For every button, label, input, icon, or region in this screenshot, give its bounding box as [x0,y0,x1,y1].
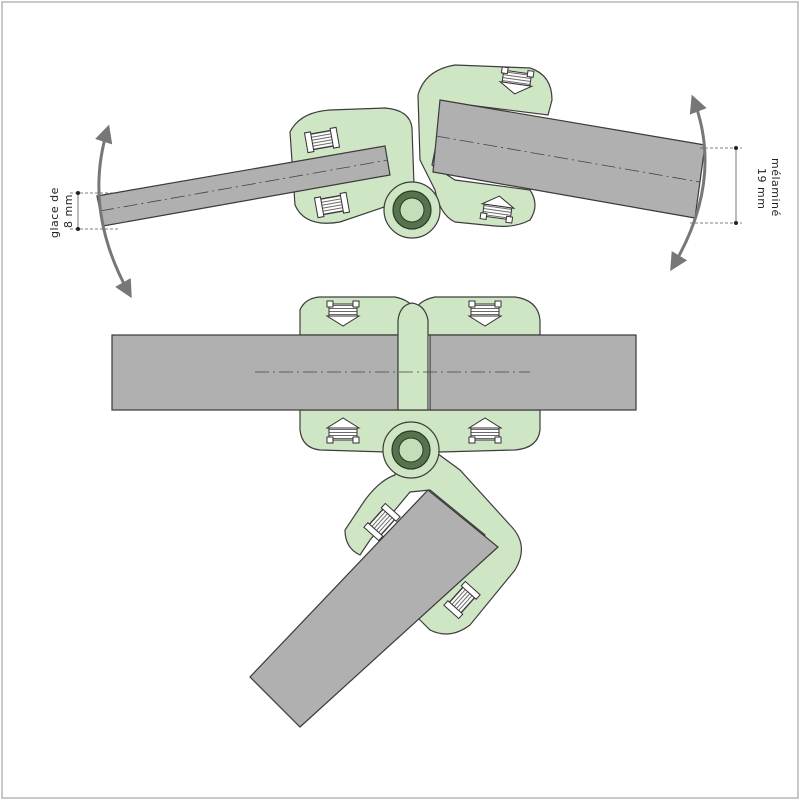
middle-assembly [111,296,637,453]
top-right-bracket [417,64,553,227]
bottom-assembly [249,447,522,728]
middle-left-panel [111,334,399,411]
top-assembly: glace de 8 mm 19 mm mélaminé [48,64,782,299]
glass-label-line2: 8 mm [62,194,75,228]
melamine-dimension [690,146,742,225]
middle-right-panel [429,334,637,411]
glass-label: glace de 8 mm [48,187,75,238]
top-pivot [383,181,441,239]
melamine-label: 19 mm mélaminé [755,158,782,217]
left-rotation-arrow [95,124,132,299]
melamine-label-line1: 19 mm [755,168,768,209]
middle-center-divider [397,302,429,411]
bottom-bracket [344,447,522,635]
center-pivot [382,421,440,479]
melamine-label-line2: mélaminé [769,158,782,217]
bottom-panel [249,489,499,728]
right-rotation-arrow [670,94,707,272]
glass-label-line1: glace de [48,187,61,238]
